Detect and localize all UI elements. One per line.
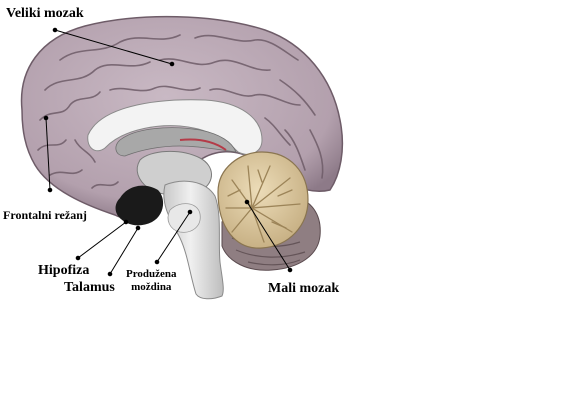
lateral-ventricle: [115, 127, 237, 157]
corpus-callosum: [87, 99, 263, 155]
leader-veliki-mozak: [54, 29, 173, 65]
label-produzena-line1: Produžena: [126, 268, 177, 280]
leader-produzena-mozdina: [156, 211, 191, 263]
label-produzena-line2: moždina: [131, 280, 172, 293]
leader-mali-mozak: [246, 201, 291, 271]
cerebrum-gyri: [37, 34, 324, 189]
label-veliki-mozak: Veliki mozak: [6, 6, 84, 21]
leader-talamus: [109, 227, 139, 275]
label-produzena-mozdina: Produžena moždina: [126, 268, 177, 293]
arbor-vitae: [225, 165, 301, 243]
leader-lines: [43, 27, 293, 277]
label-frontalni-rezanj: Frontalni režanj: [3, 208, 87, 222]
label-talamus: Talamus: [64, 280, 115, 295]
pons: [167, 203, 201, 233]
choroid-plexus: [179, 138, 227, 151]
leader-hipofiza: [77, 221, 127, 259]
hypothalamus-region: [115, 185, 164, 226]
label-mali-mozak: Mali mozak: [268, 281, 340, 296]
label-hipofiza: Hipofiza: [38, 263, 90, 278]
leader-frontalni-rezanj: [45, 117, 51, 191]
